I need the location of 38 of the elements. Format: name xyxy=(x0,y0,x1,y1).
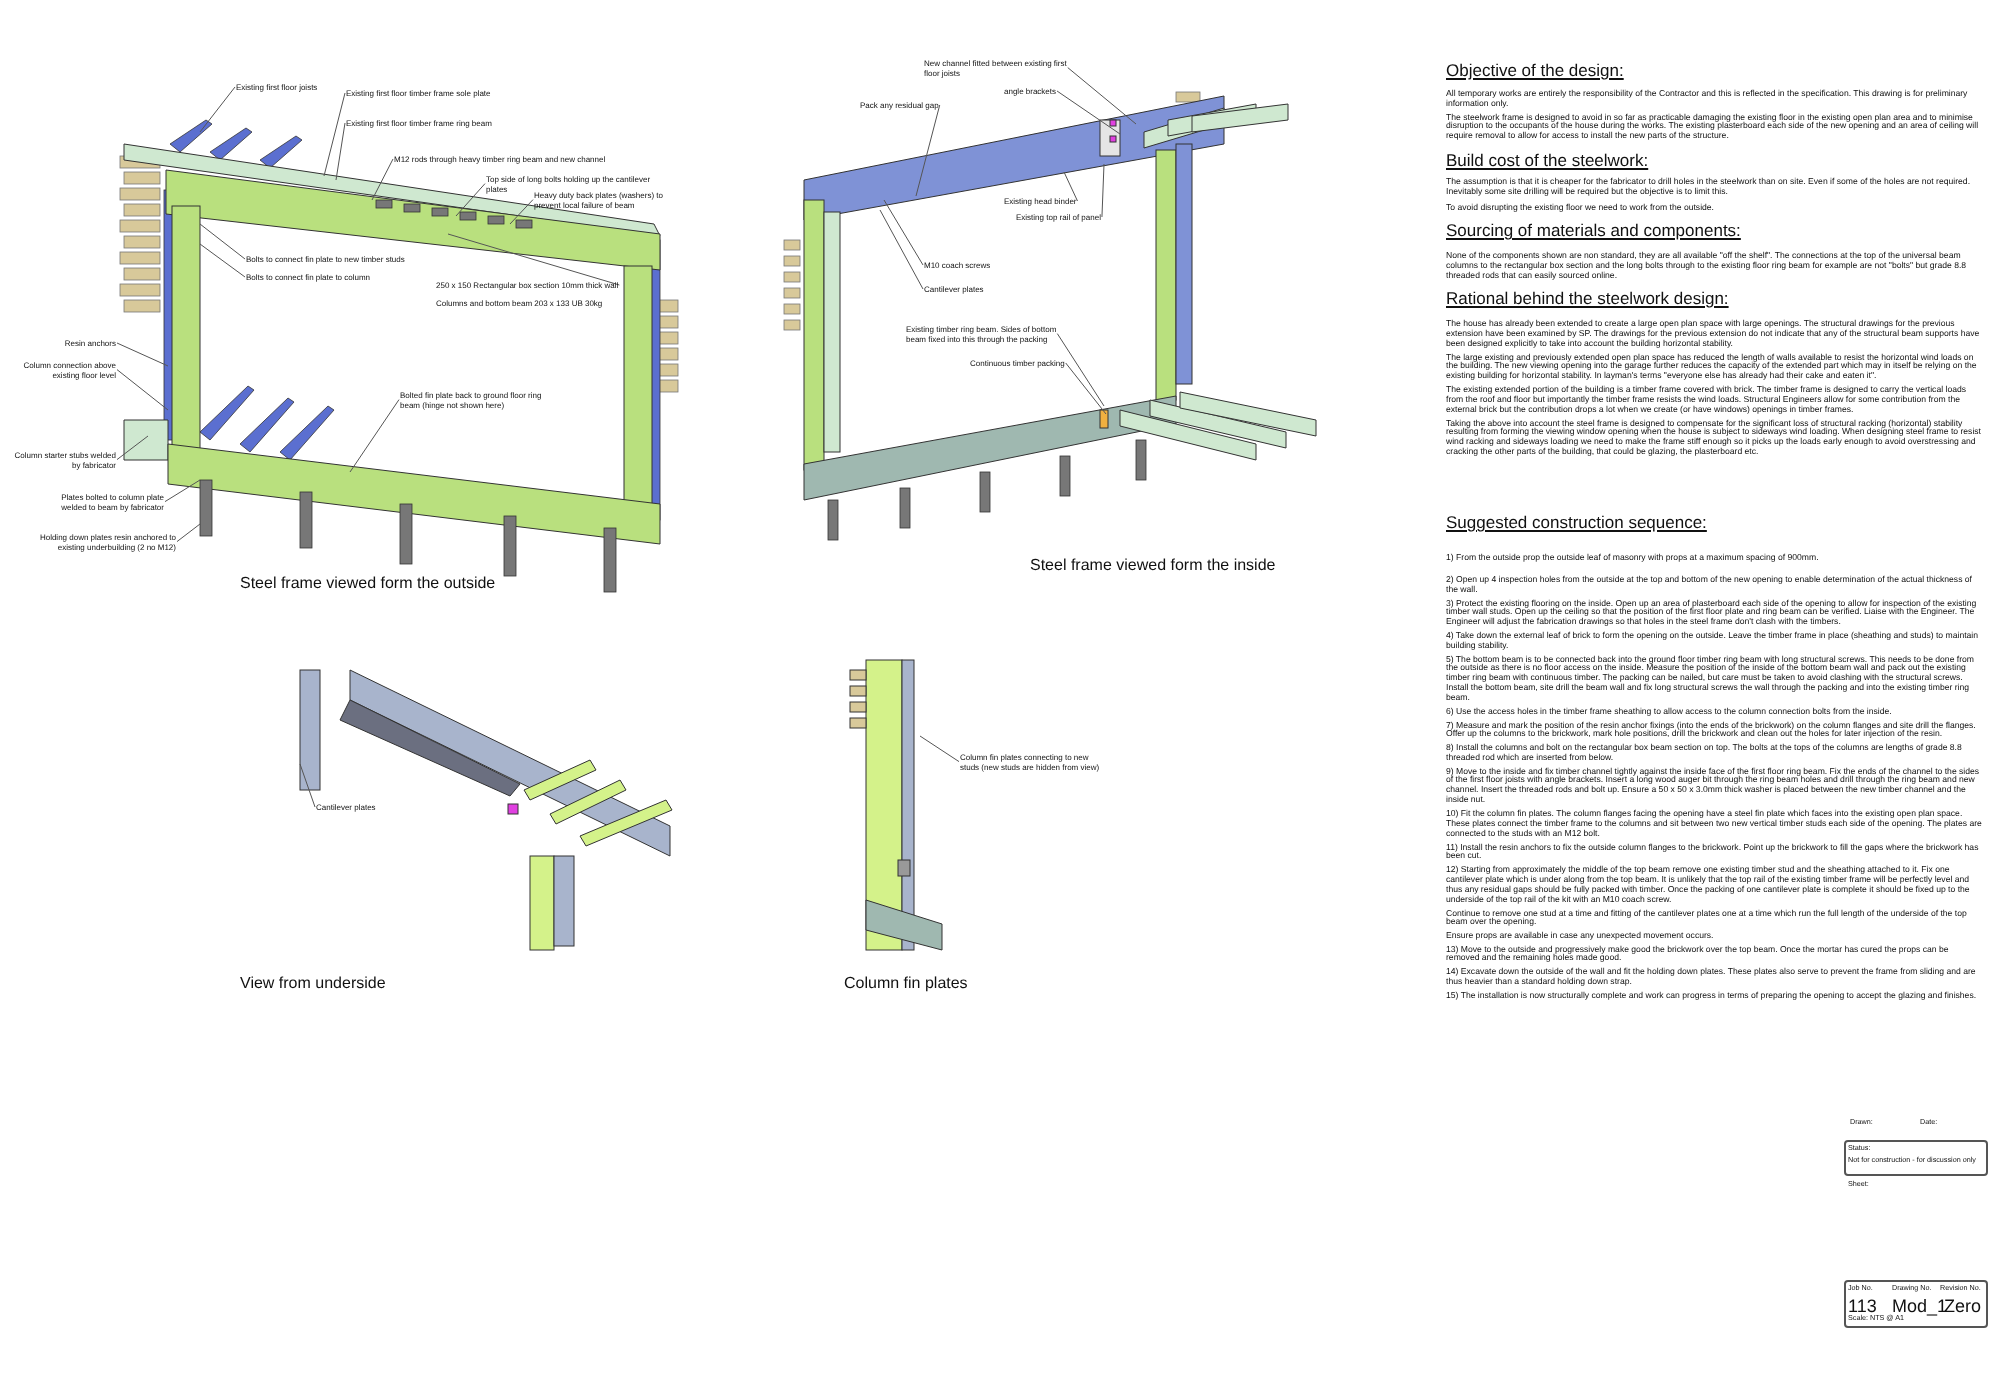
leader-line xyxy=(199,223,246,260)
view-caption: Steel frame viewed form the inside xyxy=(1030,556,1278,575)
title-block-value: 113 xyxy=(1848,1296,1877,1316)
leader-line xyxy=(509,199,534,225)
leader-line xyxy=(199,86,236,133)
leader-line xyxy=(1065,362,1107,415)
leader-line xyxy=(116,342,169,367)
leader-line xyxy=(349,399,400,473)
section-heading: Sourcing of materials and components: xyxy=(1446,222,1743,242)
leader-line xyxy=(915,104,941,197)
leader-line xyxy=(447,233,620,286)
leader-line xyxy=(1067,67,1137,125)
section-heading: Rational behind the steelwork design: xyxy=(1446,290,1731,310)
leader-line xyxy=(1063,171,1078,202)
leader-line xyxy=(883,199,924,266)
leader-line xyxy=(164,479,201,503)
leader-line xyxy=(323,92,346,177)
leader-line xyxy=(176,523,201,543)
title-block-value: Zero xyxy=(1944,1296,1984,1317)
leader-line xyxy=(371,158,394,201)
leader-line xyxy=(1056,90,1121,135)
leader-line xyxy=(1101,163,1105,218)
leader-line xyxy=(1056,333,1105,407)
section-heading: Build cost of the steelwork: xyxy=(1446,151,1651,171)
leader-line xyxy=(116,435,149,461)
leader-line xyxy=(455,183,486,217)
leader-line xyxy=(919,735,960,763)
section-heading: Objective of the design: xyxy=(1446,62,1626,82)
view-caption: Column fin plates xyxy=(844,974,970,993)
view-caption: Steel frame viewed form the outside xyxy=(240,574,498,593)
leader-line xyxy=(116,369,169,411)
view-caption: View from underside xyxy=(240,974,388,993)
leader-line xyxy=(879,209,924,290)
title-block-value: Mod_1 xyxy=(1892,1296,1944,1316)
section-heading: Suggested construction sequence: xyxy=(1446,514,1709,534)
leader-line xyxy=(199,243,246,278)
leader-line xyxy=(299,763,316,808)
leader-line xyxy=(335,122,346,181)
